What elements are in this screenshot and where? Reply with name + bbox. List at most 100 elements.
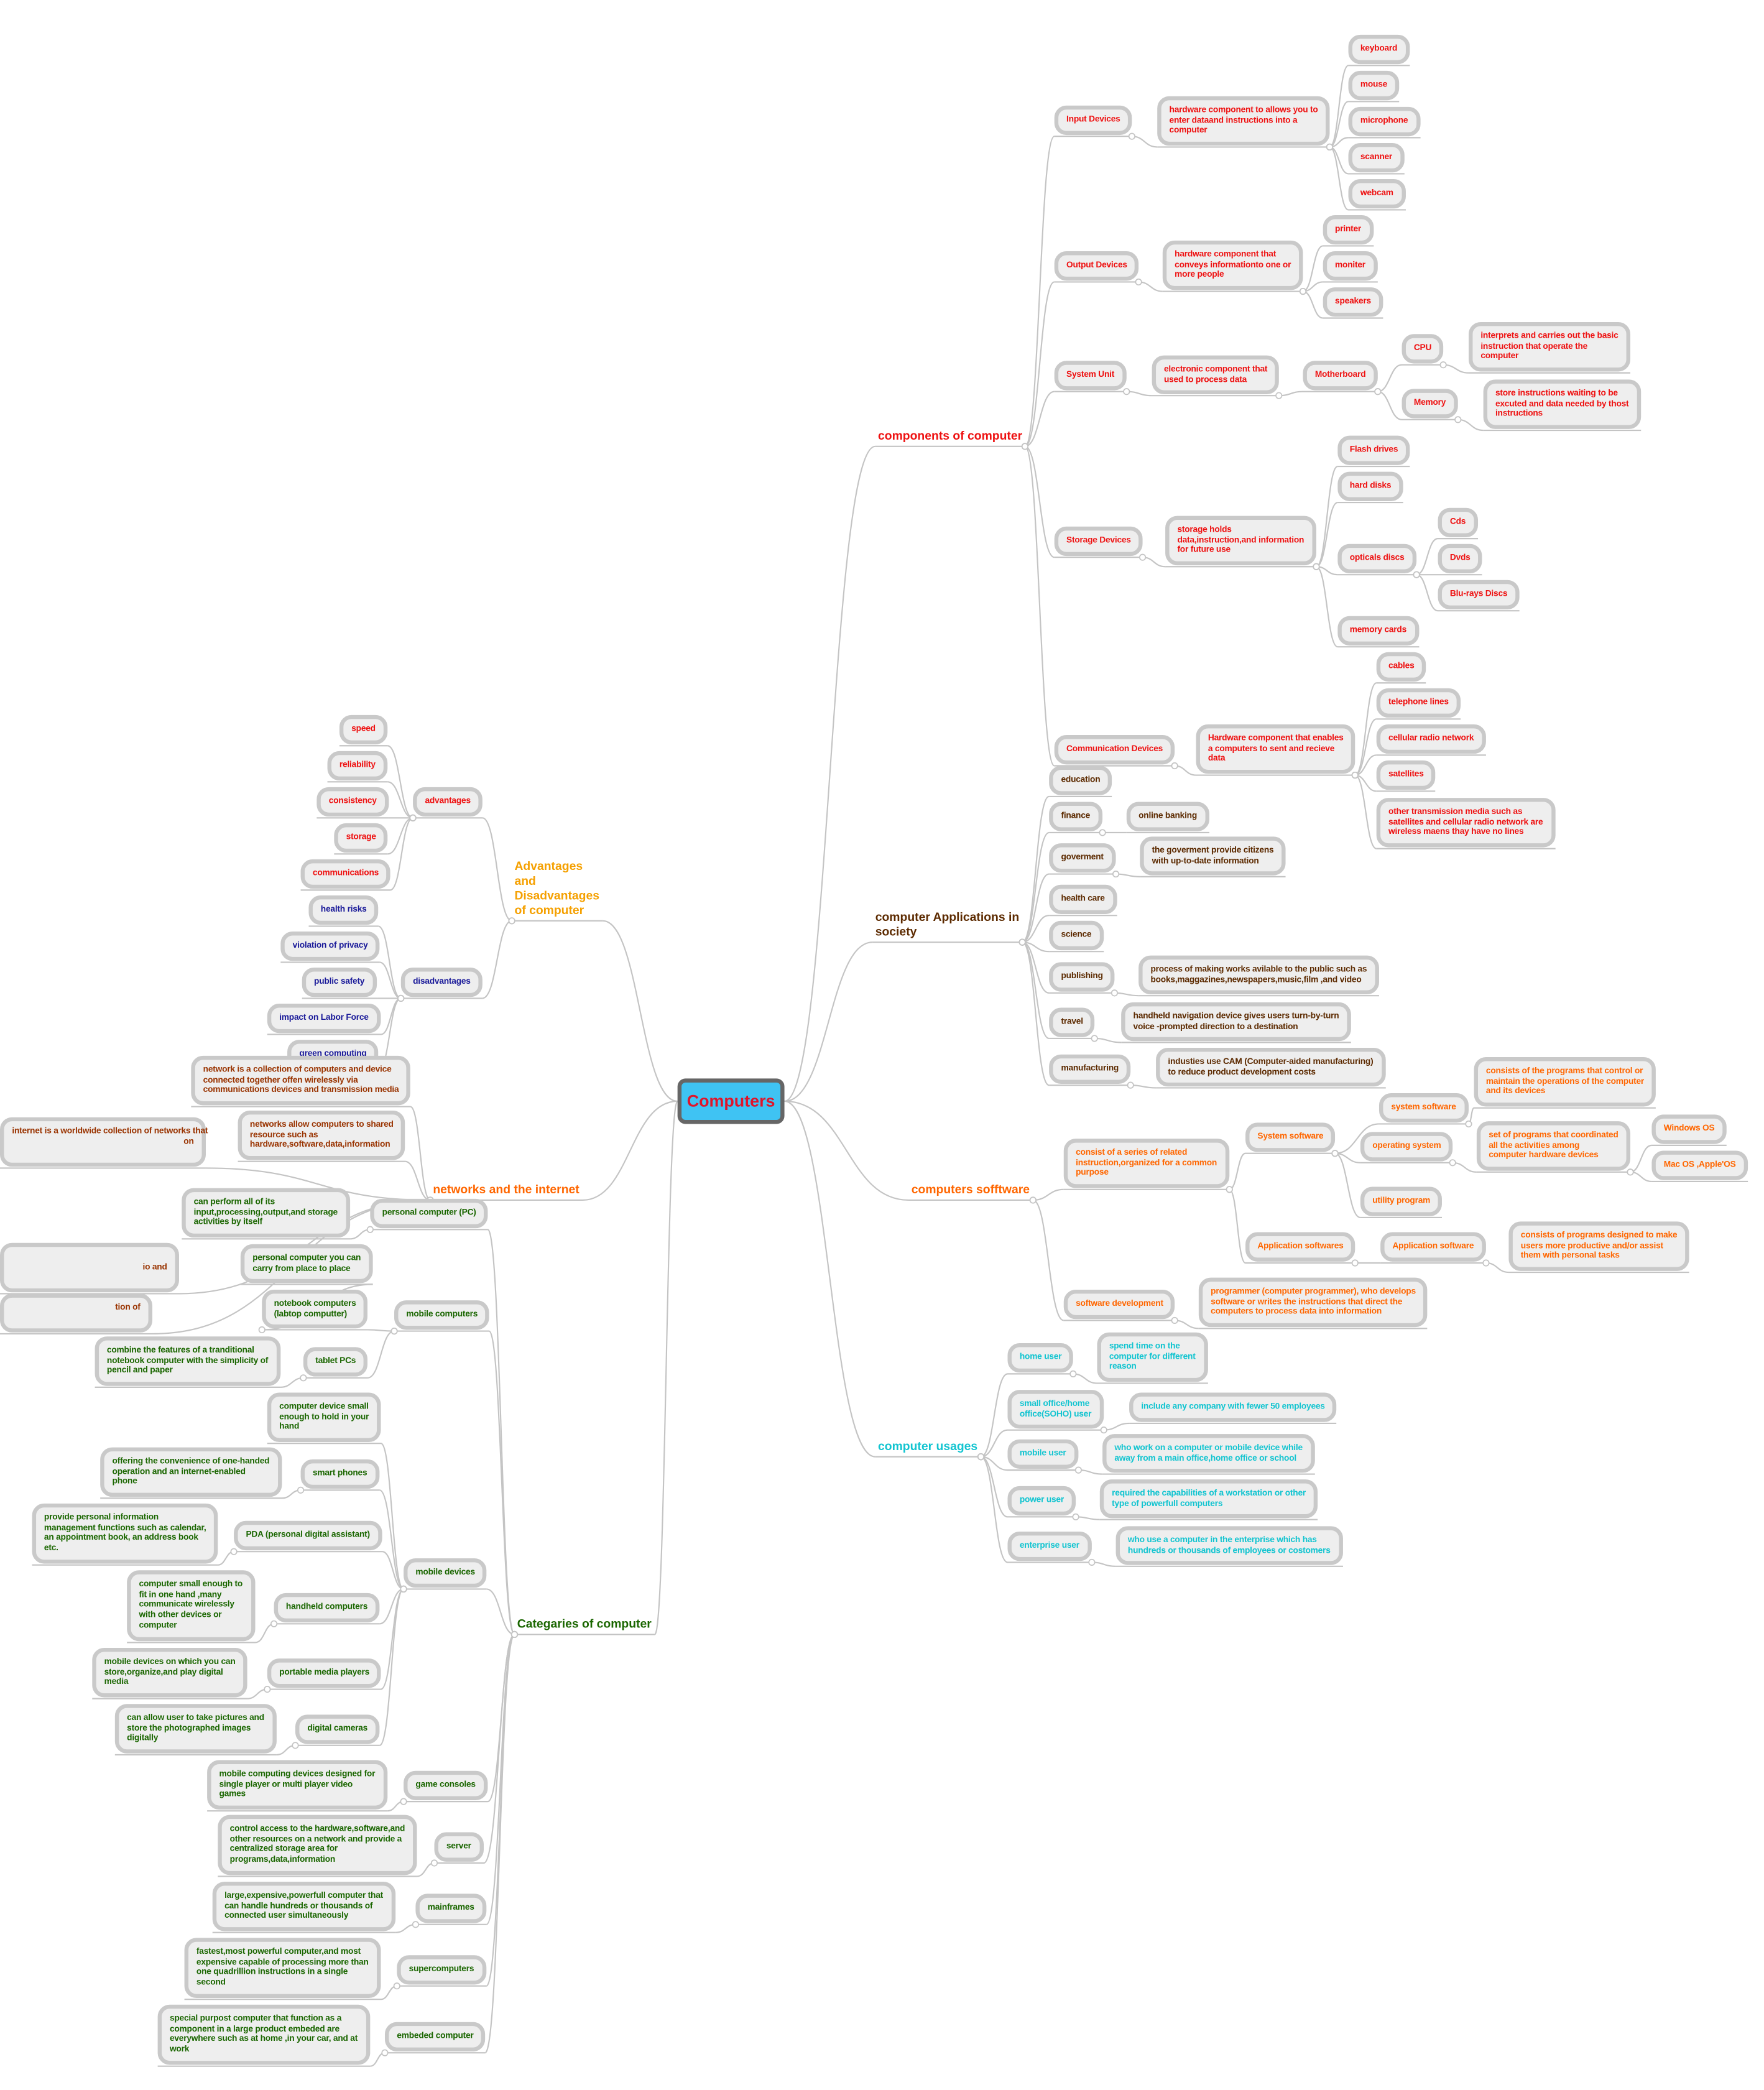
- leaf-interprets-and-carries-out-the-basic-ins[interactable]: interprets and carries out the basic ins…: [1468, 321, 1630, 372]
- topic-motherboard[interactable]: Motherboard: [1303, 361, 1378, 390]
- leaf-impact-on-labor-force[interactable]: impact on Labor Force: [267, 1004, 381, 1033]
- leaf-health-risks[interactable]: health risks: [308, 895, 379, 925]
- leaf-mobile-devices-on-which-you-can-store-or[interactable]: mobile devices on which you can store,or…: [92, 1647, 247, 1698]
- leaf-include-any-company-with-fewer-50-employ[interactable]: include any company with fewer 50 employ…: [1129, 1392, 1337, 1422]
- topic-system-software[interactable]: system software: [1378, 1093, 1469, 1122]
- topic-application-software[interactable]: Application software: [1380, 1232, 1486, 1262]
- branch-components-of-computer[interactable]: components of computer: [878, 428, 1023, 443]
- leaf-can-perform-all-of-its-input-processing-[interactable]: can perform all of its input,processing,…: [182, 1188, 350, 1238]
- branch-computers-sofftware[interactable]: computers sofftware: [911, 1183, 1030, 1196]
- leaf-online-banking[interactable]: online banking: [1126, 802, 1209, 831]
- leaf-the-goverment-provide-citizens-with-up-t[interactable]: the goverment provide citizens with up-t…: [1140, 836, 1286, 876]
- topic-enterprise-user[interactable]: enterprise user: [1007, 1531, 1092, 1561]
- branch-computer-usages[interactable]: computer usages: [878, 1439, 978, 1453]
- topic-mobile-user[interactable]: mobile user: [1007, 1439, 1078, 1469]
- root-node[interactable]: Computers: [677, 1078, 785, 1124]
- leaf-blu-rays-discs[interactable]: Blu-rays Discs: [1438, 580, 1520, 609]
- branch-networks-and-the-internet[interactable]: networks and the internet: [433, 1183, 580, 1196]
- topic-portable-media-players[interactable]: portable media players: [267, 1658, 382, 1688]
- topic-system-software[interactable]: System software: [1245, 1122, 1336, 1152]
- leaf-programmer-computer-programmer-who-devel[interactable]: programmer (computer programmer), who de…: [1198, 1277, 1428, 1328]
- leaf-flash-drives[interactable]: Flash drives: [1337, 435, 1410, 465]
- leaf-storage[interactable]: storage: [334, 823, 389, 853]
- topic-server[interactable]: server: [434, 1832, 484, 1862]
- topic-input-devices[interactable]: Input Devices: [1054, 105, 1132, 135]
- topic-disadvantages[interactable]: disadvantages: [400, 968, 483, 997]
- topic-game-consoles[interactable]: game consoles: [404, 1770, 488, 1800]
- leaf-violation-of-privacy[interactable]: violation of privacy: [280, 931, 380, 961]
- topic-tablet-pcs[interactable]: tablet PCs: [303, 1347, 368, 1377]
- topic-operating-system[interactable]: operating system: [1360, 1132, 1453, 1162]
- topic-consist-of-a-series-of-related-instructi[interactable]: consist of a series of related instructi…: [1063, 1139, 1229, 1188]
- leaf-cables[interactable]: cables: [1376, 652, 1426, 682]
- leaf-cellular-radio-network[interactable]: cellular radio network: [1376, 724, 1486, 754]
- leaf-networks-allow-computers-to-shared-resou[interactable]: networks allow computers to shared resou…: [238, 1110, 406, 1160]
- leaf-who-use-a-computer-in-the-enterprise-whi[interactable]: who use a computer in the enterprise whi…: [1115, 1526, 1342, 1566]
- topic-notebook-computers-labtop-computter[interactable]: notebook computers (labtop computter): [262, 1289, 368, 1329]
- leaf-public-safety[interactable]: public safety: [302, 968, 377, 997]
- leaf-fastest-most-powerful-computer-and-most-[interactable]: fastest,most powerful computer,and most …: [184, 1938, 381, 1998]
- leaf-personal-computer-you-can-carry-from-pla[interactable]: personal computer you can carry from pla…: [240, 1244, 373, 1284]
- topic-communication-devices[interactable]: Communication Devices: [1054, 735, 1175, 764]
- leaf-who-work-on-a-computer-or-mobile-device-[interactable]: who work on a computer or mobile device …: [1102, 1434, 1315, 1474]
- leaf-keyboard[interactable]: keyboard: [1348, 34, 1410, 64]
- topic-mobile-computers[interactable]: mobile computers: [394, 1300, 490, 1329]
- leaf-other-transmission-media-such-as-satelli[interactable]: other transmission media such as satelli…: [1376, 798, 1555, 848]
- leaf-mouse[interactable]: mouse: [1348, 70, 1400, 100]
- leaf-printer[interactable]: printer: [1323, 215, 1374, 244]
- topic-electronic-component-that-used-to-proces[interactable]: electronic component that used to proces…: [1152, 355, 1280, 395]
- topic-personal-computer-pc[interactable]: personal computer (PC): [370, 1198, 488, 1228]
- leaf-health-care[interactable]: health care: [1049, 884, 1117, 914]
- topic-embeded-computer[interactable]: embeded computer: [384, 2022, 486, 2051]
- leaf-consists-of-programs-designed-to-make-us[interactable]: consists of programs designed to make us…: [1508, 1221, 1689, 1272]
- branch-categaries-of-computer[interactable]: Categaries of computer: [517, 1617, 652, 1631]
- topic-hardware-component-that-conveys-informat[interactable]: hardware component that conveys informat…: [1162, 240, 1303, 290]
- leaf-offering-the-convenience-of-one-handed-o[interactable]: offering the convenience of one-handed o…: [100, 1447, 282, 1497]
- leaf-moniter[interactable]: moniter: [1323, 251, 1378, 280]
- topic-mainframes[interactable]: mainframes: [415, 1893, 487, 1923]
- topic-advantages[interactable]: advantages: [413, 787, 483, 816]
- leaf-cds[interactable]: Cds: [1438, 507, 1478, 537]
- leaf-communications[interactable]: communications: [300, 859, 391, 889]
- topic-finance[interactable]: finance: [1049, 802, 1102, 831]
- leaf-dvds[interactable]: Dvds: [1438, 543, 1482, 573]
- topic-software-development[interactable]: software development: [1063, 1289, 1176, 1319]
- leaf-mobile-computing-devices-designed-for-si[interactable]: mobile computing devices designed for si…: [207, 1760, 387, 1810]
- topic-manufacturing[interactable]: manufacturing: [1049, 1054, 1131, 1084]
- leaf-utility-program[interactable]: utility program: [1360, 1186, 1443, 1216]
- leaf-microphone[interactable]: microphone: [1348, 106, 1420, 136]
- leaf-hard-disks[interactable]: hard disks: [1337, 471, 1403, 501]
- topic-hardware-component-to-allows-you-to-ente[interactable]: hardware component to allows you to ente…: [1157, 96, 1330, 146]
- topic-storage-holds-data-instruction-and-infor[interactable]: storage holds data,instruction,and infor…: [1165, 516, 1316, 566]
- topic-home-user[interactable]: home user: [1007, 1343, 1074, 1372]
- topic-smart-phones[interactable]: smart phones: [300, 1459, 379, 1489]
- topic-digital-cameras[interactable]: digital cameras: [295, 1714, 380, 1744]
- topic-set-of-programs-that-coordinated-all-the[interactable]: set of programs that coordinated all the…: [1476, 1121, 1630, 1171]
- topic-travel[interactable]: travel: [1049, 1007, 1096, 1037]
- leaf-consistency[interactable]: consistency: [316, 787, 389, 816]
- leaf-store-instructions-waiting-to-be-excuted[interactable]: store instructions waiting to be excuted…: [1483, 379, 1641, 430]
- leaf-scanner[interactable]: scanner: [1348, 142, 1405, 172]
- topic-publishing[interactable]: publishing: [1049, 962, 1115, 992]
- leaf-required-the-capabilities-of-a-workstati[interactable]: required the capabilities of a workstati…: [1099, 1479, 1318, 1519]
- leaf-can-allow-user-to-take-pictures-and-stor[interactable]: can allow user to take pictures and stor…: [114, 1704, 277, 1754]
- leaf-io-and[interactable]: io and: [0, 1242, 179, 1293]
- leaf-special-purpost-computer-that-function-a[interactable]: special purpost computer that function a…: [157, 2004, 370, 2065]
- topic-hardware-component-that-enables-a-comput[interactable]: Hardware component that enables a comput…: [1196, 724, 1355, 774]
- topic-system-unit[interactable]: System Unit: [1054, 361, 1127, 390]
- leaf-reliability[interactable]: reliability: [327, 751, 388, 780]
- leaf-large-expensive-powerfull-computer-that-[interactable]: large,expensive,powerfull computer that …: [212, 1882, 395, 1931]
- topic-mobile-devices[interactable]: mobile devices: [404, 1558, 487, 1588]
- leaf-speakers[interactable]: speakers: [1323, 287, 1383, 317]
- leaf-handheld-navigation-device-gives-users-t[interactable]: handheld navigation device gives users t…: [1121, 1002, 1351, 1042]
- topic-goverment[interactable]: goverment: [1049, 843, 1116, 872]
- leaf-education[interactable]: education: [1049, 765, 1112, 795]
- topic-small-office-home-office-soho-user[interactable]: small office/home office(SOHO) user: [1007, 1390, 1104, 1430]
- leaf-industies-use-cam-computer-aided-manufac[interactable]: industies use CAM (Computer-aided manufa…: [1156, 1047, 1385, 1088]
- leaf-computer-device-small-enough-to-hold-in-[interactable]: computer device small enough to hold in …: [267, 1392, 381, 1443]
- topic-application-softwares[interactable]: Application softwares: [1245, 1232, 1355, 1262]
- leaf-windows-os[interactable]: Windows OS: [1651, 1114, 1727, 1144]
- leaf-network-is-a-collection-of-computers-and[interactable]: network is a collection of computers and…: [191, 1055, 411, 1106]
- leaf-control-access-to-the-hardware-software-[interactable]: control access to the hardware,software,…: [218, 1815, 417, 1875]
- topic-opticals-discs[interactable]: opticals discs: [1337, 543, 1416, 573]
